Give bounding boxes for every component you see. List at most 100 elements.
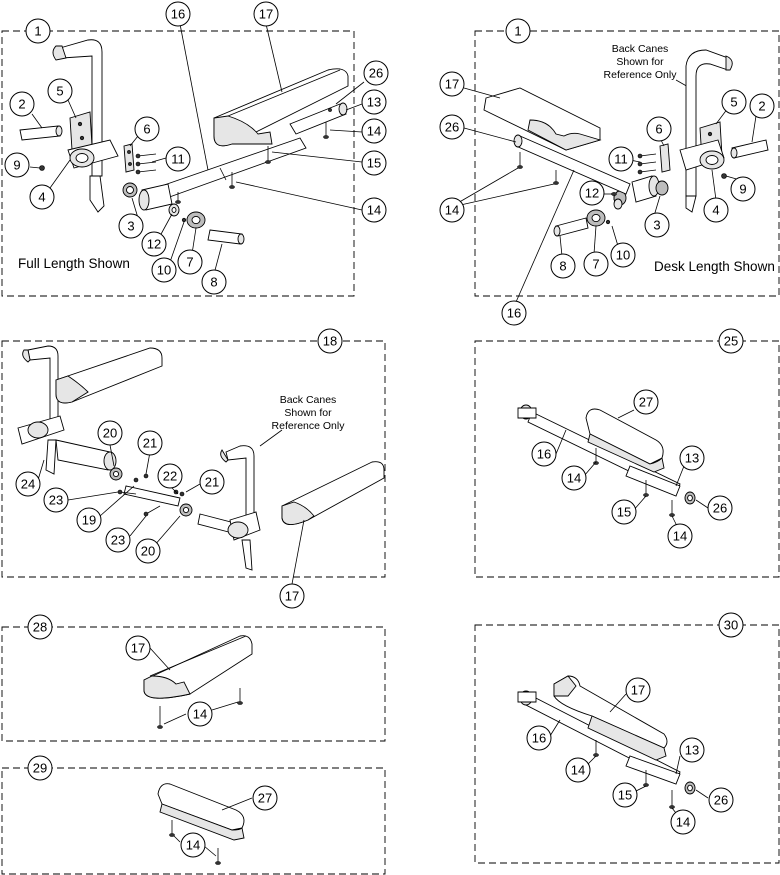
arm-pad [213, 68, 349, 147]
bushing-collar [586, 209, 606, 227]
callout-balloon: 14 [667, 523, 693, 549]
callout-balloon: 10 [610, 242, 636, 268]
receiver-clamp [67, 139, 119, 169]
callout-balloon: 21 [137, 430, 163, 456]
fastener-stack [109, 467, 193, 517]
svg-text:15: 15 [617, 505, 631, 520]
callout-balloon: 13 [361, 89, 387, 115]
panel-desk-length: 1 Desk Length Shown Back Canes Shown for… [439, 18, 780, 326]
armrest-tube [513, 134, 631, 195]
spacer-cylinder [631, 175, 660, 203]
callout-balloon: 3 [644, 212, 670, 238]
callout-balloon: 26 [708, 787, 734, 813]
svg-text:6: 6 [655, 122, 662, 137]
callout-balloon: 11 [608, 146, 634, 172]
svg-text:5: 5 [56, 84, 63, 99]
height-tube [289, 102, 348, 135]
reference-note: Shown for [616, 56, 664, 68]
svg-text:17: 17 [131, 641, 145, 656]
panel-frame [1, 767, 386, 875]
mount-plate [659, 143, 671, 173]
panel-frame [1, 626, 386, 742]
callout-balloon: 16 [526, 725, 552, 751]
callout-balloon: 17 [279, 583, 305, 609]
screws [135, 153, 157, 175]
leaders [37, 444, 305, 585]
svg-text:21: 21 [205, 475, 219, 490]
svg-text:14: 14 [367, 203, 381, 218]
callout-balloon: 4 [703, 197, 729, 223]
callout-balloon: 19 [76, 507, 102, 533]
panel-balloon: 30 [718, 612, 744, 638]
svg-text:8: 8 [559, 259, 566, 274]
callout-balloon: 12 [579, 180, 605, 206]
callout-balloon: 14 [187, 701, 213, 727]
pivot-shaft [207, 229, 245, 245]
svg-text:14: 14 [676, 815, 690, 830]
svg-text:16: 16 [537, 447, 551, 462]
callout-balloon: 22 [157, 463, 183, 489]
callout-balloon: 27 [633, 389, 659, 415]
svg-text:14: 14 [367, 124, 381, 139]
svg-text:9: 9 [13, 158, 20, 173]
svg-text:8: 8 [210, 275, 217, 290]
receiver-clamp [679, 139, 725, 171]
mount-plate [123, 143, 135, 173]
callout-balloon: 7 [177, 249, 203, 275]
pivot-pin [730, 139, 769, 159]
svg-text:18: 18 [323, 334, 337, 349]
leaders [455, 87, 757, 303]
panel-frame [1, 30, 355, 297]
panel-assembly-29: 29 27 14 [1, 755, 386, 875]
panel-assembly-25: 25 27 [474, 328, 780, 578]
screws [637, 153, 657, 175]
arm-pad [483, 87, 602, 151]
callout-balloon: 14 [361, 118, 387, 144]
callout-balloon: 5 [721, 89, 747, 115]
callout-balloon: 26 [363, 60, 389, 86]
svg-text:9: 9 [739, 182, 746, 197]
panel-balloon: 25 [718, 328, 744, 354]
arm-pad [143, 635, 253, 699]
svg-text:13: 13 [685, 451, 699, 466]
end-cap [684, 781, 696, 795]
callout-balloon: 11 [165, 146, 191, 172]
armrest-screws [517, 152, 617, 200]
callout-balloon: 16 [501, 300, 527, 326]
svg-text:23: 23 [49, 493, 63, 508]
svg-text:4: 4 [38, 190, 45, 205]
callout-balloon: 14 [180, 832, 206, 858]
callout-balloon: 6 [646, 116, 672, 142]
callout-balloon: 14 [565, 757, 591, 783]
callout-balloon: 20 [135, 538, 161, 564]
panel-frame [474, 30, 780, 297]
right-armrest-assembly [197, 445, 385, 571]
svg-text:17: 17 [259, 7, 273, 22]
svg-text:16: 16 [171, 7, 185, 22]
svg-text:7: 7 [592, 257, 599, 272]
reference-note: Back Canes [280, 394, 337, 406]
svg-text:11: 11 [171, 152, 185, 167]
armrest-screws [175, 122, 329, 204]
leaders [29, 23, 365, 275]
panel-frame [1, 340, 386, 578]
svg-text:21: 21 [143, 436, 157, 451]
height-tube [625, 465, 681, 497]
svg-text:14: 14 [673, 529, 687, 544]
callout-balloon: 10 [151, 257, 177, 283]
callout-balloon: 14 [361, 197, 387, 223]
callout-balloon: 26 [439, 114, 465, 140]
svg-text:13: 13 [685, 743, 699, 758]
back-cane [685, 49, 733, 213]
leaders [149, 647, 239, 725]
svg-text:4: 4 [712, 203, 719, 218]
svg-text:1: 1 [514, 24, 521, 39]
callout-balloon: 2 [9, 91, 35, 117]
reference-note: Back Canes [612, 43, 669, 55]
svg-text:15: 15 [618, 788, 632, 803]
callout-balloon: 20 [97, 420, 123, 446]
callout-balloon: 8 [550, 253, 576, 279]
clamp-bracket [69, 111, 93, 151]
set-screw [721, 173, 727, 179]
washer [613, 198, 623, 210]
